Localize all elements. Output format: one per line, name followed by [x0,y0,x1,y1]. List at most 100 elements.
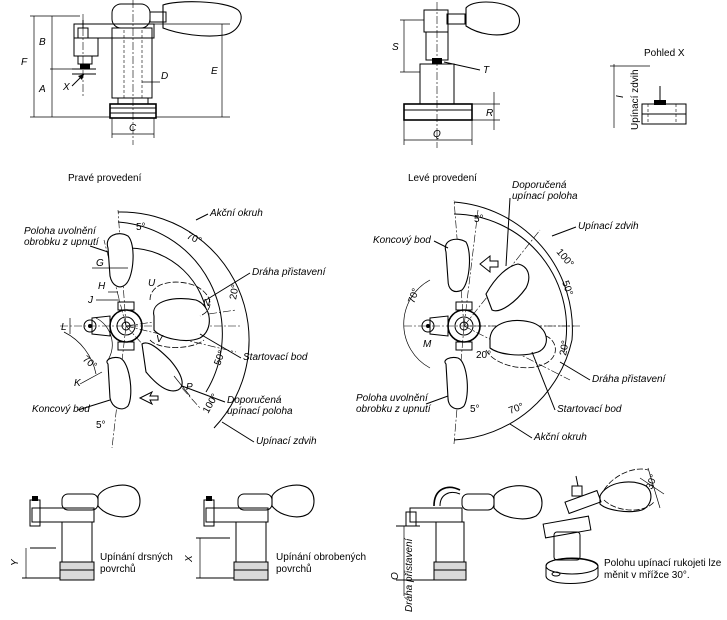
label-poloha-uvolneni-1: Poloha uvolnění [24,226,97,237]
view-x-title: Pohled X [644,48,685,59]
left-variant-title: Levé provedení [408,173,477,184]
left-angle-20-outer: 20° [558,340,571,357]
left-label-poloha-uvolneni-2: obrobku z upnutí [356,404,432,415]
front-base [403,103,473,121]
dim-E: E [211,66,218,77]
left-handle-recommended-position [485,263,530,312]
dim-V: V [156,334,164,345]
rough-dim-Y: Y [10,558,21,566]
left-variant-diagram: Doporučená upínací poloha Koncový bod Up… [356,180,667,445]
left-label-doporucena-2: upínací poloha [512,191,578,202]
arc-akcni-okruh-left [453,339,573,441]
left-label-poloha-uvolneni-1: Poloha uvolnění [356,393,429,404]
left-angle-5-bottom: 5° [470,404,480,415]
dim-T: T [483,65,490,76]
dim-A: A [38,84,46,95]
approach-label: Dráha přistavení [404,537,415,612]
dim-R: R [486,108,493,119]
dim-G: G [96,258,104,269]
left-handle-start-position [489,320,547,356]
left-label-doporucena-1: Doporučená [512,180,567,191]
left-angle-70-bottom: 70° [507,401,525,417]
rough-label-1: Upínání drsných [100,552,173,563]
label-draha-pristaveni: Dráha přistavení [252,267,327,278]
machined-handle-knob [271,484,315,518]
dim-N: N [203,298,211,309]
dim-P: P [186,382,193,393]
dim-B: B [39,37,46,48]
dim-F: F [21,57,28,68]
machined-base [233,561,269,581]
dim-H: H [98,281,106,292]
clamp-block [73,37,99,57]
angle-20: 20° [228,284,241,301]
left-label-draha-pristaveni: Dráha přistavení [592,374,667,385]
right-variant-diagram: Akční okruh Poloha uvolnění obrobku z up… [24,208,327,449]
dim-K: K [74,378,82,389]
dim-X: X [62,82,70,93]
iso-label-2: měnit v mřížce 30°. [604,570,690,581]
handle-recommended-position [141,342,183,392]
handle-end-position [106,356,132,410]
machined-label-1: Upínání obrobených [276,552,366,563]
handle-neck [149,11,167,23]
left-angle-100: 100° [554,247,576,270]
angle-5-bottom: 5° [96,420,106,431]
left-angle-5-top: 5° [474,214,484,225]
front-view-right: S T R Q [392,1,521,148]
bottom-isometric: 30° Polohu upínací rukojeti lze měnit v … [542,467,722,584]
label-koncovy-bod: Koncový bod [32,404,90,415]
right-variant-title: Pravé provedení [68,173,142,184]
machined-dim-X: X [184,555,195,563]
left-angle-20-inner: 20° [476,350,491,361]
dim-Q: Q [433,129,441,140]
label-akcni-okruh: Akční okruh [209,208,263,219]
angle-70-left: 70° [80,354,99,372]
label-startovaci-bod: Startovací bod [243,352,308,363]
view-x-dim-I: I [615,95,626,98]
angle-50: 50° [212,349,228,367]
label-poloha-uvolneni-2: obrobku z upnutí [24,237,100,248]
left-label-startovaci-bod: Startovací bod [557,404,622,415]
handle-knob [162,1,242,37]
dim-D: D [161,71,168,82]
view-x: Pohled X I Upínací zdvih [610,48,687,130]
rough-base [59,561,95,581]
left-label-akcni-okruh: Akční okruh [533,432,587,443]
bottom-approach: O Dráha přistavení [390,485,543,612]
angle-100: 100° [201,392,221,415]
dim-J: J [87,295,94,306]
angle-5-top: 5° [136,222,146,233]
iso-handle-knob [599,481,652,513]
dim-C: C [129,123,137,134]
front-handle-knob [465,1,521,36]
label-upinaci-zdvih: Upínací zdvih [256,436,317,447]
bottom-rough: Y Upínání drsných povrchů [10,484,173,581]
iso-base [545,558,599,584]
dim-L: L [61,322,67,333]
label-doporucena-1: Doporučená [227,395,282,406]
bottom-machined: X Upínání obrobených povrchů [184,484,366,581]
side-view-left: F B A X D E C [21,0,242,145]
dim-U: U [148,278,156,289]
approach-handle-knob [493,485,543,520]
iso-angle-30: 30° [644,473,660,491]
handle-release-position [106,233,134,288]
left-handle-end-position [444,238,471,293]
label-doporucena-2: upínací poloha [227,406,293,417]
arc-akcni-okruh-right [117,211,250,429]
left-angle-70-left: 70° [406,287,422,305]
view-x-upinaci-zdvih: Upínací zdvih [630,69,641,130]
approach-dim-O: O [390,572,401,580]
iso-label-1: Polohu upínací rukojeti lze [604,558,722,569]
dim-M: M [423,339,432,350]
rough-label-2: povrchů [100,563,136,575]
left-label-upinaci-zdvih: Upínací zdvih [578,221,639,232]
dim-S: S [392,42,399,53]
left-handle-release-position [444,356,468,410]
rough-handle-knob [97,484,141,518]
angle-70-top: 70° [185,231,203,247]
left-label-koncovy-bod: Koncový bod [373,235,431,246]
front-hub [423,9,449,33]
